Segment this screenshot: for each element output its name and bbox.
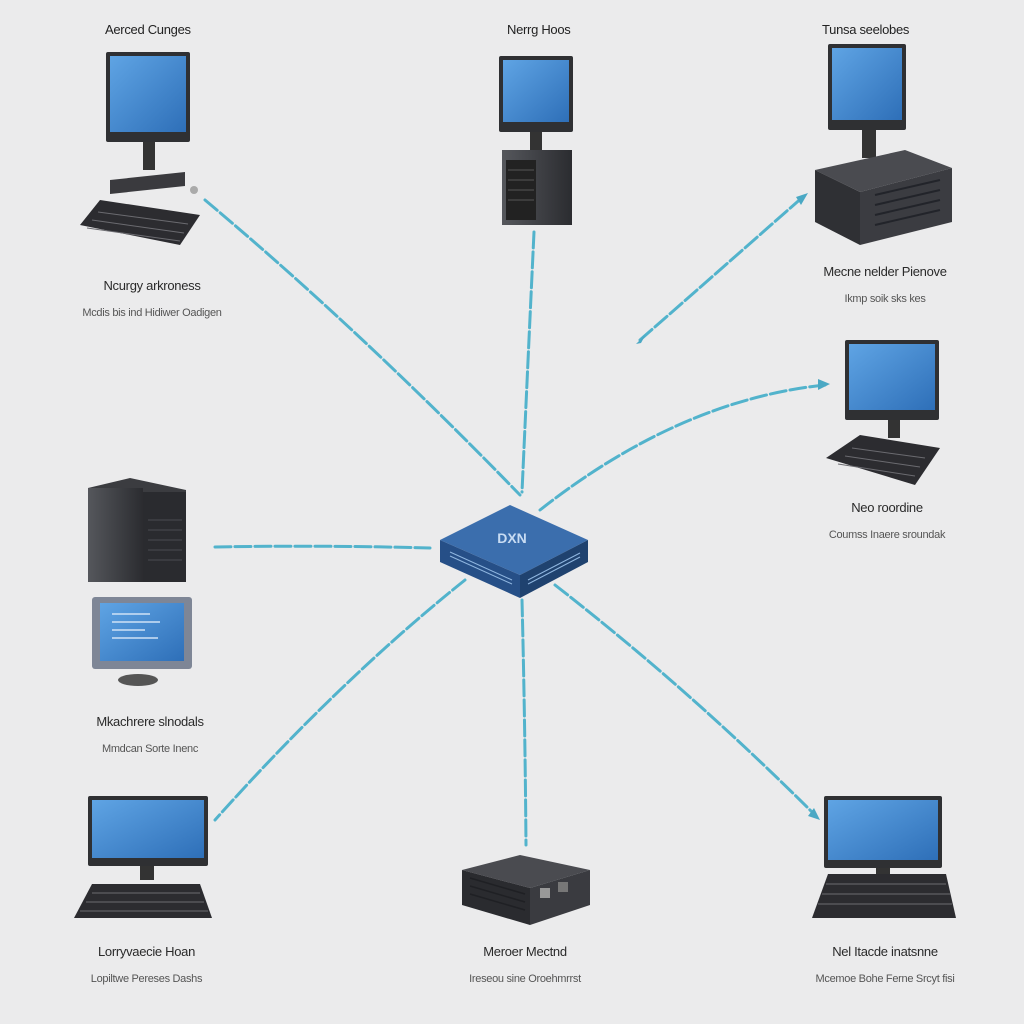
node-label-top-right: Tunsa seelobes [822, 22, 910, 37]
node-title: Mecne nelder Pienove [823, 264, 947, 279]
cable-n7 [213, 578, 467, 822]
node-subtitle: Mcdis bis ind Hidiwer Oadigen [82, 307, 222, 319]
node-title: Nel Itacde inatsnne [832, 944, 938, 959]
node-label-top-left: Aerced Cunges [105, 22, 191, 37]
node-caption-top-left: Ncurgy arkroness Mcdis bis ind Hidiwer O… [72, 278, 232, 319]
workstation-top-left[interactable] [80, 52, 200, 245]
cable-n9 [553, 583, 817, 817]
workstation-left-middle[interactable] [88, 478, 192, 686]
workstation-bottom-right[interactable] [812, 796, 956, 918]
node-subtitle: Ikmp soik sks kes [844, 293, 926, 305]
node-caption-bottom-left: Lorryvaecie Hoan Lopiltwe Pereses Dashs [64, 944, 229, 985]
node-caption-bottom-right: Nel Itacde inatsnne Mcemoe Bohe Ferne Sr… [800, 944, 970, 985]
node-title: Lorryvaecie Hoan [97, 944, 196, 959]
arrow-head-n5 [818, 379, 830, 390]
arrow-head-n9 [808, 808, 820, 820]
workstation-top-right[interactable] [815, 44, 952, 245]
node-subtitle: Mcemoe Bohe Ferne Srcyt fisi [815, 973, 955, 985]
node-caption-left-middle: Mkachrere slnodals Mmdcan Sorte Inenc [70, 714, 230, 755]
workstation-top-center[interactable] [499, 56, 573, 225]
node-title: Ncurgy arkroness [103, 278, 201, 293]
node-caption-right-middle: Neo roordine Coumss Inaere sroundak [812, 500, 962, 541]
cable-n6 [213, 544, 432, 550]
node-subtitle: Lopiltwe Pereses Dashs [90, 973, 203, 985]
workstation-bottom-center[interactable] [462, 855, 590, 925]
cable-n4 [638, 193, 807, 342]
node-subtitle: Ireseou sine Oroehmrrst [469, 973, 581, 985]
node-caption-bottom-center: Meroer Mectnd Ireseou sine Oroehmrrst [450, 944, 600, 985]
network-switch[interactable]: DXN [440, 505, 588, 598]
cables [203, 193, 827, 847]
node-label-top-center: Nerrg Hoos [507, 22, 571, 37]
cable-n5 [538, 383, 827, 512]
workstation-bottom-left[interactable] [74, 796, 212, 918]
arrow-head-n4b [636, 334, 646, 344]
arrow-head-n4 [796, 193, 808, 205]
cable-n2 [203, 198, 522, 497]
cable-n8 [520, 598, 528, 847]
node-subtitle: Mmdcan Sorte Inenc [101, 743, 199, 755]
cable-n3 [520, 230, 536, 494]
node-title: Mkachrere slnodals [96, 714, 204, 729]
workstation-right-middle[interactable] [826, 340, 940, 485]
node-title: Neo roordine [851, 500, 923, 515]
node-subtitle: Coumss Inaere sroundak [828, 529, 946, 541]
switch-badge: DXN [497, 530, 527, 546]
node-title: Meroer Mectnd [483, 944, 567, 959]
node-caption-top-right: Mecne nelder Pienove Ikmp soik sks kes [800, 264, 970, 305]
